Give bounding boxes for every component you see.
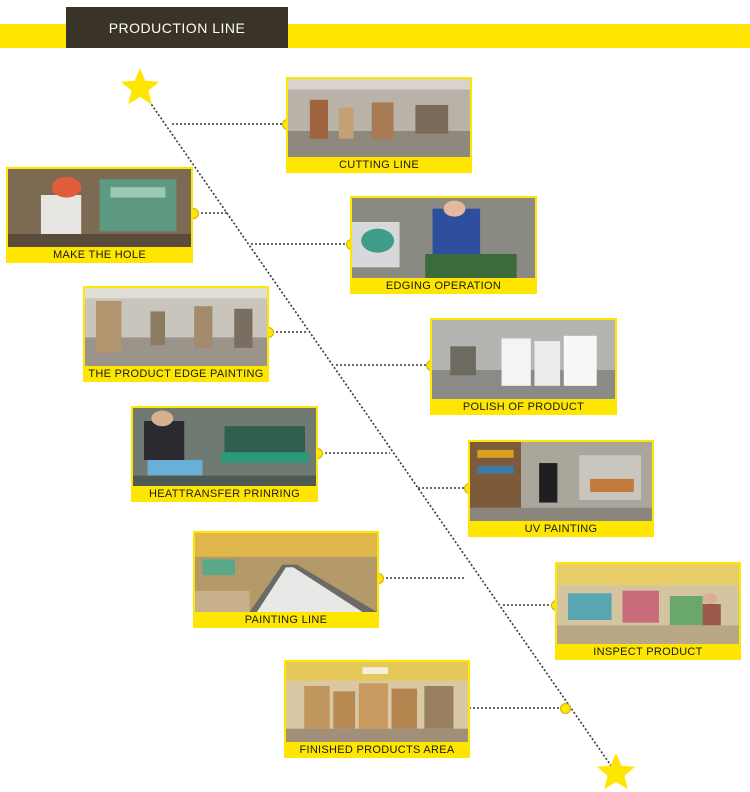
factory-photo [470,442,652,521]
step-card-polish-of-product: POLISH OF PRODUCT [430,318,617,415]
step-caption: FINISHED PRODUCTS AREA [299,744,455,756]
step-caption: PAINTING LINE [244,614,328,626]
factory-photo [286,662,468,742]
step-card-painting-line: PAINTING LINE [193,531,379,628]
factory-photo [195,533,377,612]
step-card-cutting-line: CUTTING LINE [286,77,472,173]
step-card-make-the-hole: MAKE THE HOLE [6,167,193,263]
step-caption: UV PAINTING [524,523,598,535]
step-caption: MAKE THE HOLE [53,249,146,261]
page-title: PRODUCTION LINE [66,7,288,48]
step-card-edge-painting: THE PRODUCT EDGE PAINTING [83,286,269,382]
step-caption: POLISH OF PRODUCT [462,401,585,413]
step-caption: CUTTING LINE [339,159,419,171]
step-caption: EDGING OPERATION [385,280,502,292]
step-caption: INSPECT PRODUCT [593,646,703,658]
factory-photo [288,79,470,157]
step-caption: THE PRODUCT EDGE PAINTING [88,368,264,380]
star-icon [121,68,159,105]
factory-photo [8,169,191,247]
step-card-uv-painting: UV PAINTING [468,440,654,537]
star-icon [597,753,635,790]
step-card-edging-operation: EDGING OPERATION [350,196,537,294]
factory-photo [352,198,535,278]
factory-photo [557,564,739,644]
factory-photo [133,408,316,486]
connector-dot [560,703,571,714]
step-card-inspect-product: INSPECT PRODUCT [555,562,741,660]
step-caption: HEATTRANSFER PRINRING [149,488,300,500]
timeline-line [139,87,615,771]
step-card-heattransfer: HEATTRANSFER PRINRING [131,406,318,502]
factory-photo [432,320,615,399]
step-card-finished-products: FINISHED PRODUCTS AREA [284,660,470,758]
factory-photo [85,288,267,366]
